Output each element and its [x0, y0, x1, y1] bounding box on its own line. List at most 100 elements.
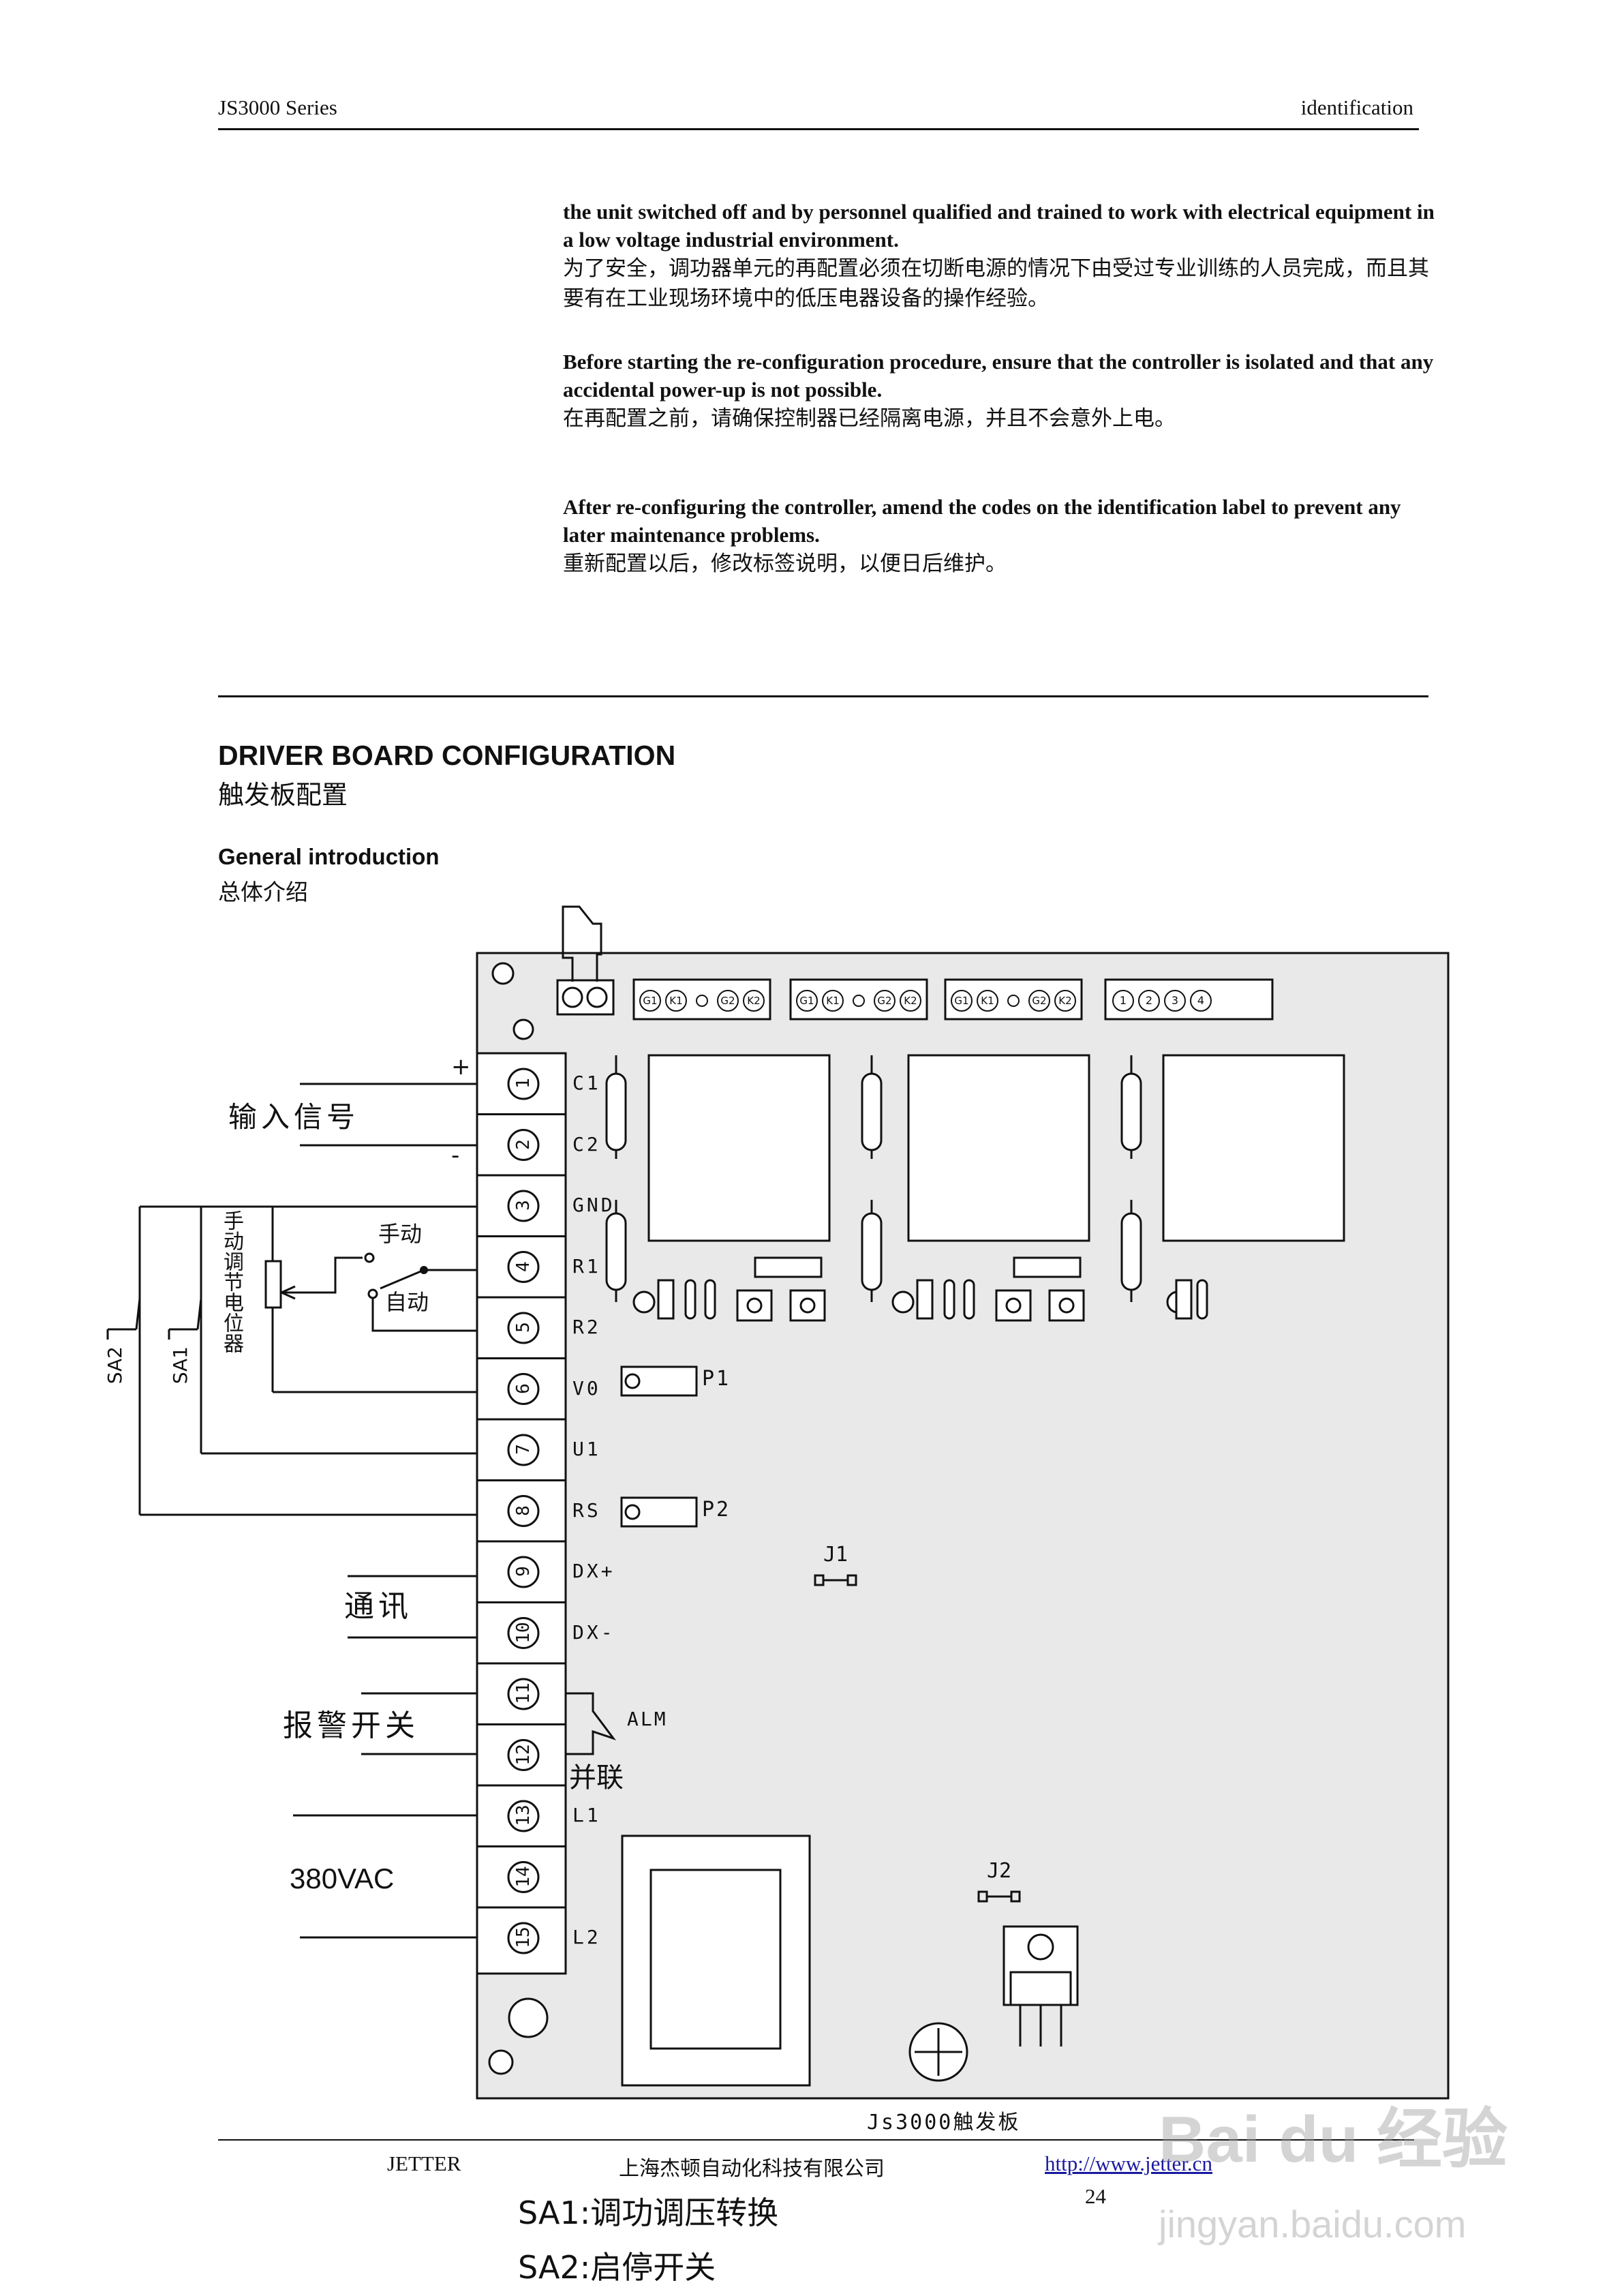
label-paragraph: After re-configuring the controller, ame…: [563, 495, 1401, 576]
subsection-title-zh: 总体介绍: [218, 879, 308, 905]
terminal-4-number: 4: [513, 1260, 534, 1272]
connector-3-pin: G2: [1028, 990, 1050, 1012]
connector-2-pin: K1: [822, 990, 844, 1012]
header-section: identification: [1300, 95, 1413, 119]
minus-label: -: [451, 1142, 460, 1169]
plus-label: +: [451, 1053, 471, 1081]
terminal-10-label: DX-: [572, 1620, 615, 1644]
connector-4-pin: 2: [1138, 990, 1160, 1012]
terminal-10-circle: [507, 1617, 540, 1649]
terminal-5-number: 5: [513, 1322, 534, 1333]
safety-paragraph: the unit switched off and by personnel q…: [563, 200, 1435, 311]
input-signal-label: 输入信号: [228, 1100, 360, 1134]
terminal-5-circle: [507, 1312, 540, 1344]
terminal-11-circle: [507, 1678, 540, 1710]
terminal-12-circle: [507, 1739, 540, 1771]
terminal-13-circle: [507, 1800, 540, 1832]
terminal-14-number: 14: [513, 1865, 534, 1888]
connector-3-pin: K2: [1054, 990, 1076, 1012]
alarm-label: 报警开关: [283, 1708, 419, 1743]
legend-sa2: SA2:启停开关: [518, 2249, 716, 2286]
board-caption: Js3000触发板: [867, 2111, 1021, 2134]
terminal-3-label: GND: [572, 1194, 615, 1216]
j1-label: J1: [823, 1543, 848, 1567]
terminal-4-circle: [507, 1251, 540, 1283]
watermark-logo: Bai du 经验: [1159, 2103, 1508, 2176]
terminal-2-label: C2: [572, 1132, 601, 1155]
connector-1-pin: G1: [639, 990, 661, 1012]
pot-label: 手动调节电位器: [219, 1210, 243, 1353]
connector-2-pin: G1: [796, 990, 818, 1012]
header-series: JS3000 Series: [218, 95, 337, 119]
connector-3-pin: G1: [951, 990, 973, 1012]
terminal-3-number: 3: [513, 1200, 534, 1211]
footer-company-zh: 上海杰顿自动化科技有限公司: [619, 2157, 885, 2181]
terminal-6-number: 6: [513, 1383, 534, 1394]
connector-1-pin: K2: [743, 990, 765, 1012]
connector-4-pin: 3: [1164, 990, 1186, 1012]
connector-1-pin: G2: [717, 990, 739, 1012]
terminal-15-number: 15: [513, 1927, 534, 1948]
subsection-title: General introduction: [218, 844, 440, 869]
connector-3-pin: K1: [977, 990, 998, 1012]
manual-label: 手动: [378, 1221, 423, 1247]
terminal-6-label: V0: [572, 1376, 601, 1400]
terminal-15-circle: [507, 1922, 540, 1954]
connector-2-pin: [853, 995, 865, 1007]
terminal-10-number: 10: [513, 1621, 534, 1644]
terminal-9-circle: [507, 1556, 540, 1588]
watermark-url: jingyan.baidu.com: [1159, 2203, 1467, 2246]
terminal-2-number: 2: [513, 1138, 534, 1150]
terminal-1-label: C1: [572, 1072, 601, 1094]
section-title-zh: 触发板配置: [218, 780, 348, 810]
connector-3-pin: [1007, 995, 1020, 1007]
parallel-label: 并联: [569, 1762, 624, 1794]
terminal-4-label: R1: [572, 1254, 601, 1278]
terminal-6-circle: [507, 1373, 540, 1405]
terminal-9-label: DX+: [572, 1560, 615, 1582]
auto-label: 自动: [385, 1289, 429, 1315]
p2-label: P2: [702, 1498, 731, 1522]
terminal-7-number: 7: [513, 1444, 534, 1455]
footer-url-link[interactable]: http://www.jetter.cn: [1045, 2151, 1212, 2175]
terminal-8-label: RS: [572, 1498, 601, 1522]
terminal-13-number: 13: [513, 1804, 534, 1826]
terminal-3-circle: [507, 1190, 540, 1222]
terminal-2-circle: [507, 1129, 540, 1161]
j2-label: J2: [987, 1859, 1012, 1883]
comm-label: 通讯: [344, 1589, 412, 1624]
page-number: 24: [1085, 2184, 1106, 2208]
terminal-7-circle: [507, 1434, 540, 1466]
section-rule: [218, 695, 1428, 697]
terminal-11-number: 11: [513, 1682, 534, 1704]
terminal-8-number: 8: [513, 1505, 534, 1516]
legend-sa1: SA1:调功调压转换: [518, 2194, 779, 2231]
sa1-label: SA1: [169, 1346, 192, 1385]
terminal-7-label: U1: [572, 1438, 601, 1460]
section-title: DRIVER BOARD CONFIGURATION: [218, 740, 676, 771]
connector-1-pin: [696, 995, 708, 1007]
connector-4-pin: 1: [1112, 990, 1134, 1012]
connector-4-pin: 4: [1190, 990, 1212, 1012]
connector-1-pin: K1: [665, 990, 687, 1012]
p1-label: P1: [702, 1367, 731, 1391]
terminal-5-label: R2: [572, 1316, 601, 1338]
terminal-9-number: 9: [513, 1566, 534, 1577]
terminal-14-circle: [507, 1861, 540, 1893]
footer-rule: [218, 2139, 1414, 2141]
sa2-label: SA2: [104, 1346, 126, 1385]
isolation-paragraph: Before starting the re-configuration pro…: [563, 350, 1434, 431]
header-rule: [218, 128, 1419, 130]
terminal-13-label: L1: [572, 1804, 601, 1826]
terminal-1-circle: [507, 1068, 540, 1100]
connector-2-pin: K2: [900, 990, 921, 1012]
terminal-15-label: L2: [572, 1926, 601, 1948]
footer-company: JETTER: [387, 2151, 461, 2175]
terminal-12-number: 12: [513, 1743, 534, 1766]
terminal-8-circle: [507, 1495, 540, 1527]
terminal-1-number: 1: [513, 1078, 534, 1089]
power-label: 380VAC: [290, 1862, 395, 1894]
alm-label: ALM: [627, 1708, 668, 1730]
connector-2-pin: G2: [874, 990, 896, 1012]
